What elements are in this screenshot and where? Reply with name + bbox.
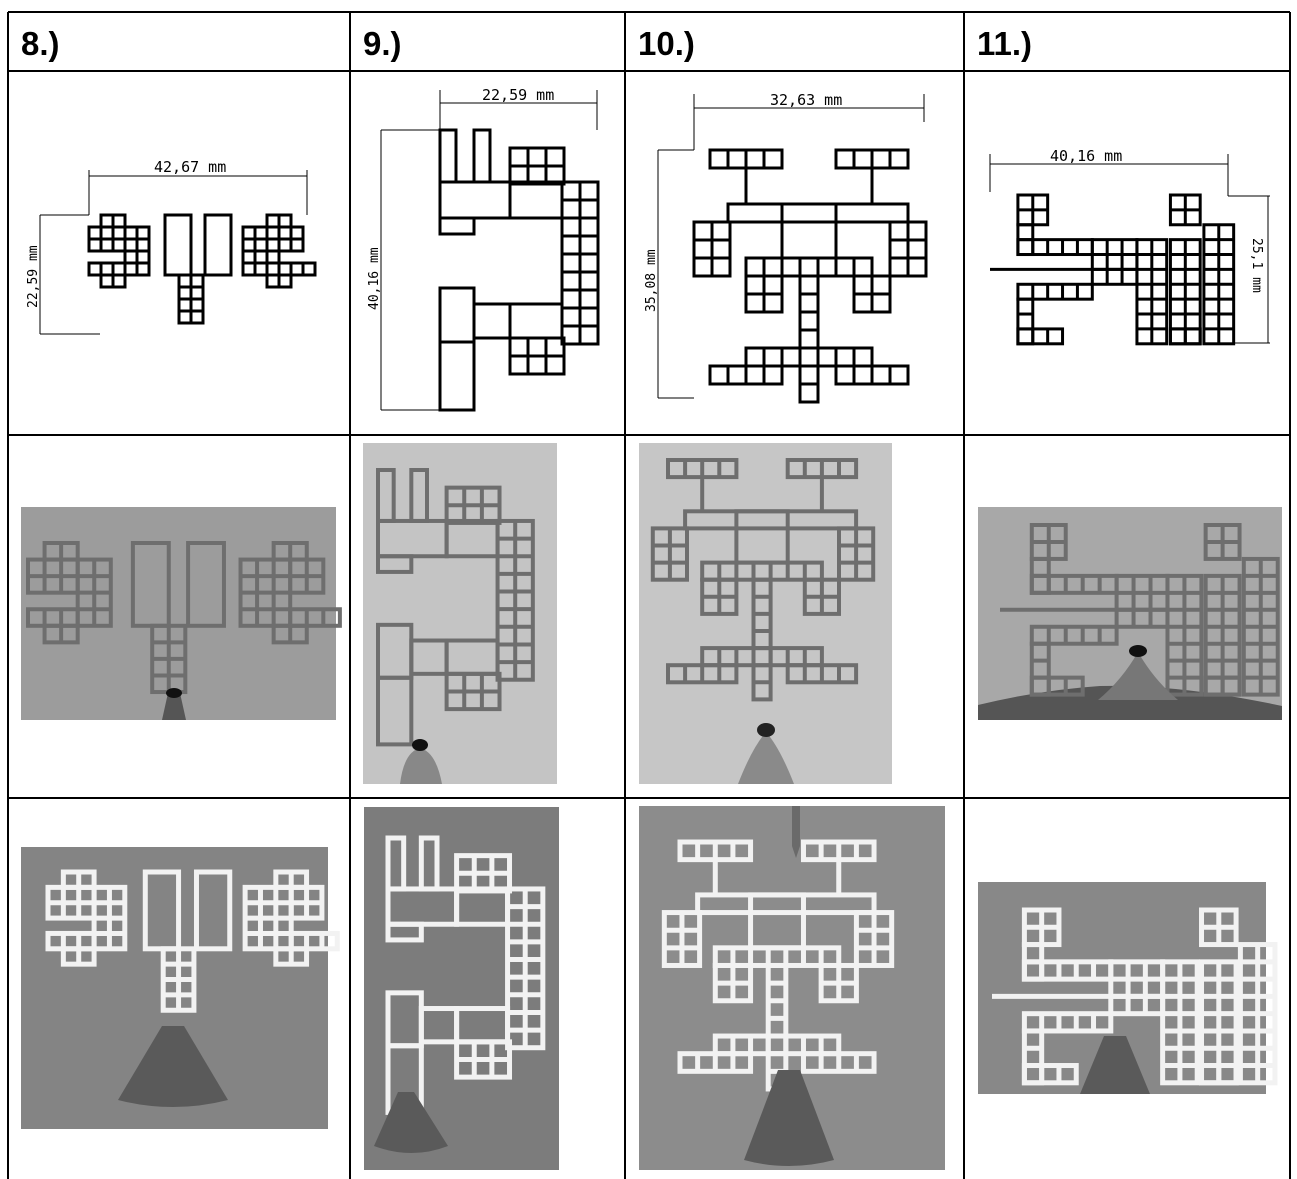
- dim-height-10: 35,08 mm: [644, 249, 659, 312]
- dim-width-11: 40,16 mm: [1050, 147, 1122, 165]
- nozzle-11: [1098, 652, 1178, 700]
- dim-width-9: 22,59 mm: [482, 86, 554, 104]
- nozzle-drop-10: [757, 723, 775, 737]
- drawing-shape-9: [438, 128, 600, 412]
- dim-width-10: 32,63 mm: [770, 91, 842, 109]
- nozzle-drop-8: [166, 688, 182, 698]
- cone-11: [1080, 1036, 1150, 1094]
- photo-green-8: [21, 507, 342, 720]
- photo-sintered-9: [364, 807, 559, 1170]
- nozzle-8: [162, 693, 186, 720]
- dim-height-11: 25,1 mm: [1249, 238, 1264, 293]
- photo-sintered-11: [978, 882, 1278, 1094]
- photo-green-10: [639, 443, 892, 784]
- nozzle-9: [400, 748, 442, 784]
- cone-10: [744, 1070, 834, 1166]
- cone-8: [118, 1026, 228, 1107]
- dim-height-9: 40,16 mm: [367, 247, 382, 310]
- photo-sintered-10: [639, 806, 945, 1170]
- header-9: 9.): [363, 25, 402, 62]
- needle-10: [792, 806, 800, 858]
- photo-green-9: [363, 443, 557, 784]
- drawing-8: 42,67 mm 22,59 mm: [26, 158, 317, 335]
- drawing-shape-10: [692, 148, 928, 404]
- drawing-11: 40,16 mm 25,1 mm: [989, 147, 1270, 346]
- nozzle-drop-9: [412, 739, 428, 751]
- photo-green-11: [978, 507, 1282, 720]
- drawing-9: 22,59 mm 40,16 mm: [367, 86, 600, 412]
- dim-width-8: 42,67 mm: [154, 158, 226, 176]
- header-8: 8.): [21, 25, 60, 62]
- drawing-shape-11: [990, 193, 1236, 346]
- drawing-10: 32,63 mm 35,08 mm: [644, 91, 928, 404]
- header-11: 11.): [977, 25, 1032, 62]
- nozzle-drop-11: [1129, 645, 1147, 657]
- cone-9: [374, 1092, 448, 1153]
- table-borders: [7, 11, 1291, 1179]
- header-10: 10.): [638, 25, 695, 62]
- dim-height-8: 22,59 mm: [26, 245, 41, 308]
- nozzle-10: [738, 732, 794, 784]
- photo-sintered-8: [21, 847, 340, 1129]
- drawing-shape-8: [87, 213, 317, 325]
